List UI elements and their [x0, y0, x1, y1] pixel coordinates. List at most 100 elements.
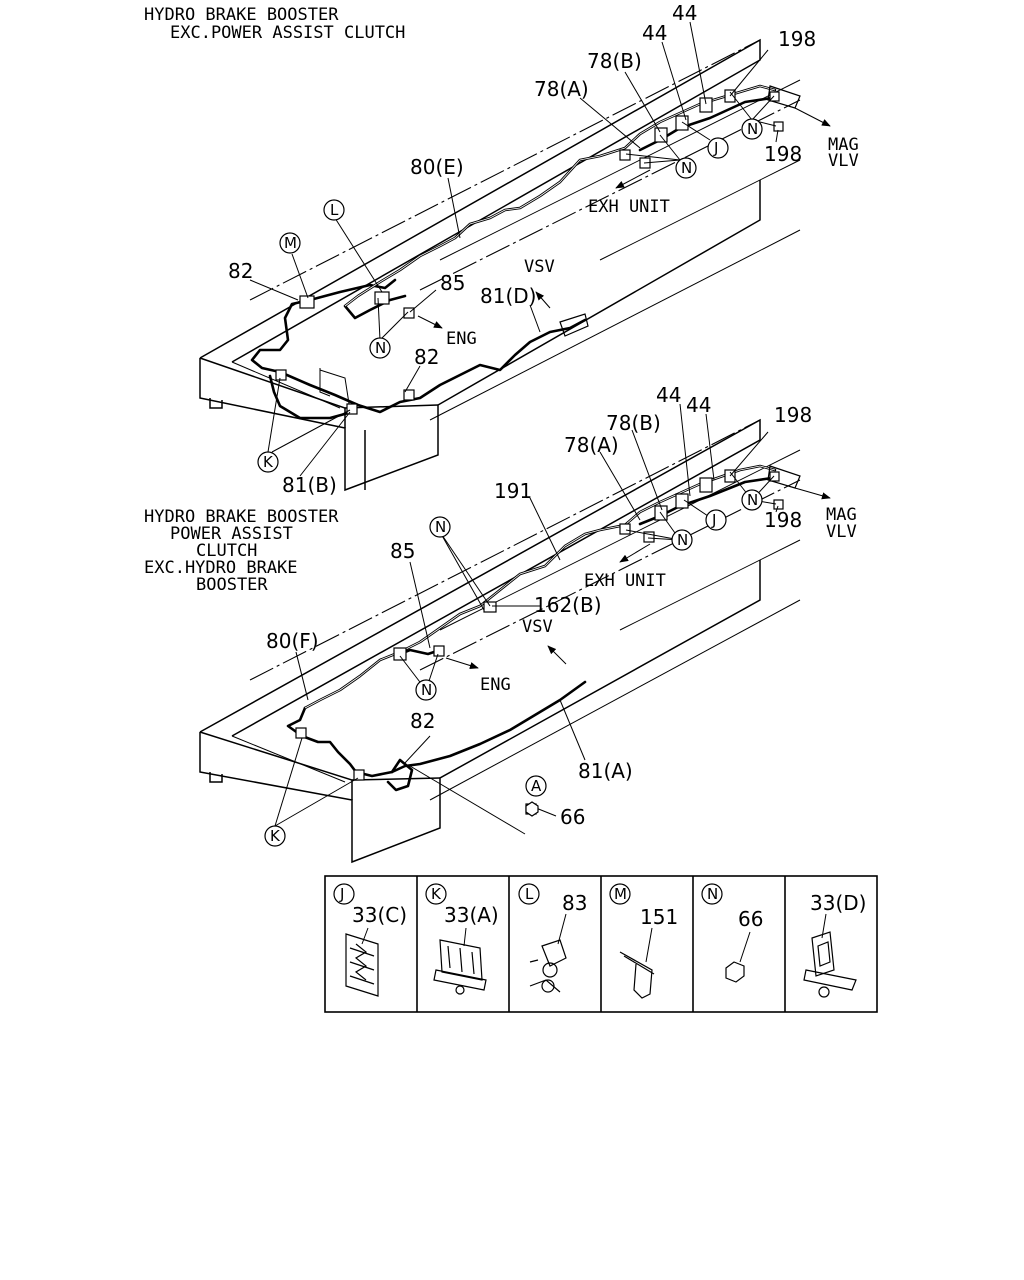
callout: 198 [778, 27, 816, 51]
legend-cell-33d: 33(D) [803, 891, 866, 998]
legend-part: 83 [562, 891, 587, 915]
bottom-direction-arrows [445, 487, 831, 670]
clip-icon [483, 601, 497, 613]
top-clips [275, 89, 784, 415]
clip-83-icon [529, 913, 567, 993]
callout: 81(A) [578, 759, 633, 783]
clip-icon [769, 471, 780, 482]
clip-icon [643, 531, 655, 543]
clip-icon [353, 769, 365, 781]
marker-n [429, 516, 451, 538]
clip-icon [619, 149, 631, 161]
clip-33a-icon [433, 927, 487, 995]
clip-icon [654, 127, 668, 143]
legend-part: 33(A) [444, 903, 499, 927]
clip-icon [433, 645, 445, 657]
callout: 44 [672, 1, 697, 25]
legend-cell-n: N 66 [701, 883, 763, 983]
callout: 78(B) [587, 49, 642, 73]
clip-icon [769, 91, 780, 102]
bottom-direction-labels: MAG VLV EXH UNIT ENG VSV [480, 505, 857, 695]
clip-33c-icon [345, 927, 379, 997]
svg-text:J: J [711, 511, 716, 529]
svg-text:L: L [330, 201, 339, 219]
svg-text:K: K [263, 453, 274, 471]
top-brake-pipes [250, 84, 801, 420]
callout: 81(B) [282, 473, 337, 497]
clip-icon [773, 499, 784, 510]
marker-m [279, 232, 301, 254]
label-mag: MAG [828, 135, 859, 155]
bottom-diagram: HYDRO BRAKE BOOSTER POWER ASSIST CLUTCH … [144, 383, 857, 864]
top-diagram: HYDRO BRAKE BOOSTER EXC.POWER ASSIST CLU… [144, 1, 859, 497]
callout: 82 [228, 259, 253, 283]
legend-cell-j: J 33(C) [333, 883, 407, 997]
svg-text:N: N [747, 491, 758, 509]
callout: 198 [764, 142, 802, 166]
marker-k [264, 825, 286, 847]
label-vlv: VLV [828, 151, 859, 171]
label-eng: ENG [480, 675, 511, 695]
bottom-title-line5: BOOSTER [196, 575, 268, 595]
label-exh-unit: EXH UNIT [588, 197, 670, 217]
svg-text:M: M [614, 885, 627, 903]
svg-text:N: N [435, 518, 446, 536]
callout: 85 [390, 539, 415, 563]
nut-66-icon [525, 801, 539, 817]
clip-icon [675, 493, 689, 509]
marker-a [525, 775, 547, 797]
clip-icon [403, 389, 415, 401]
clip-icon [374, 291, 390, 305]
callout: 198 [774, 403, 812, 427]
svg-text:L: L [525, 885, 534, 903]
callout: 44 [686, 393, 711, 417]
bottom-title-line4: EXC.HYDRO BRAKE [144, 558, 298, 578]
marker-j [707, 137, 729, 159]
legend-part: 66 [738, 907, 763, 931]
clip-icon [675, 115, 689, 131]
cable-tie-151-icon [619, 927, 655, 999]
svg-text:K: K [431, 885, 442, 903]
clip-icon [699, 97, 713, 113]
bottom-title-line1: HYDRO BRAKE BOOSTER [144, 507, 339, 527]
callout: 81(D) [480, 284, 536, 308]
svg-text:J: J [713, 139, 718, 157]
label-eng: ENG [446, 329, 477, 349]
label-mag: MAG [826, 505, 857, 525]
marker-n [671, 529, 693, 551]
top-markers: N N J L M N K [257, 118, 763, 473]
label-exh-unit: EXH UNIT [584, 571, 666, 591]
bottom-leaders [274, 403, 779, 835]
svg-text:N: N [677, 531, 688, 549]
callout: 78(B) [606, 411, 661, 435]
marker-k [257, 451, 279, 473]
callout: 191 [494, 479, 532, 503]
clip-icon [699, 477, 713, 493]
legend-part: 33(C) [352, 903, 407, 927]
top-direction-labels: MAG VLV EXH UNIT ENG VSV [446, 135, 859, 349]
marker-j [705, 509, 727, 531]
bottom-chassis-frame [199, 418, 801, 864]
marker-n [369, 337, 391, 359]
clip-icon [295, 727, 307, 739]
legend-cell-m: M 151 [609, 883, 678, 999]
top-leaders [249, 21, 779, 477]
clip-33d-icon [803, 913, 857, 998]
svg-text:N: N [375, 339, 386, 357]
clip-icon [393, 647, 407, 661]
nut-66-legend-icon [725, 931, 751, 983]
svg-text:N: N [707, 885, 718, 903]
clip-icon [275, 369, 287, 381]
callout: 44 [642, 21, 667, 45]
clip-legend-table: J 33(C) K 33(A) L [324, 875, 878, 1013]
clip-icon [403, 307, 415, 319]
clip-icon [619, 523, 631, 535]
legend-part: 33(D) [810, 891, 866, 915]
marker-n [741, 489, 763, 511]
svg-text:J: J [339, 885, 344, 903]
callout: 80(E) [410, 155, 464, 179]
top-callouts: 44 44 198 78(B) 78(A) 198 80(E) 82 85 81… [228, 1, 816, 497]
label-vsv: VSV [524, 257, 555, 277]
marker-n [415, 679, 437, 701]
